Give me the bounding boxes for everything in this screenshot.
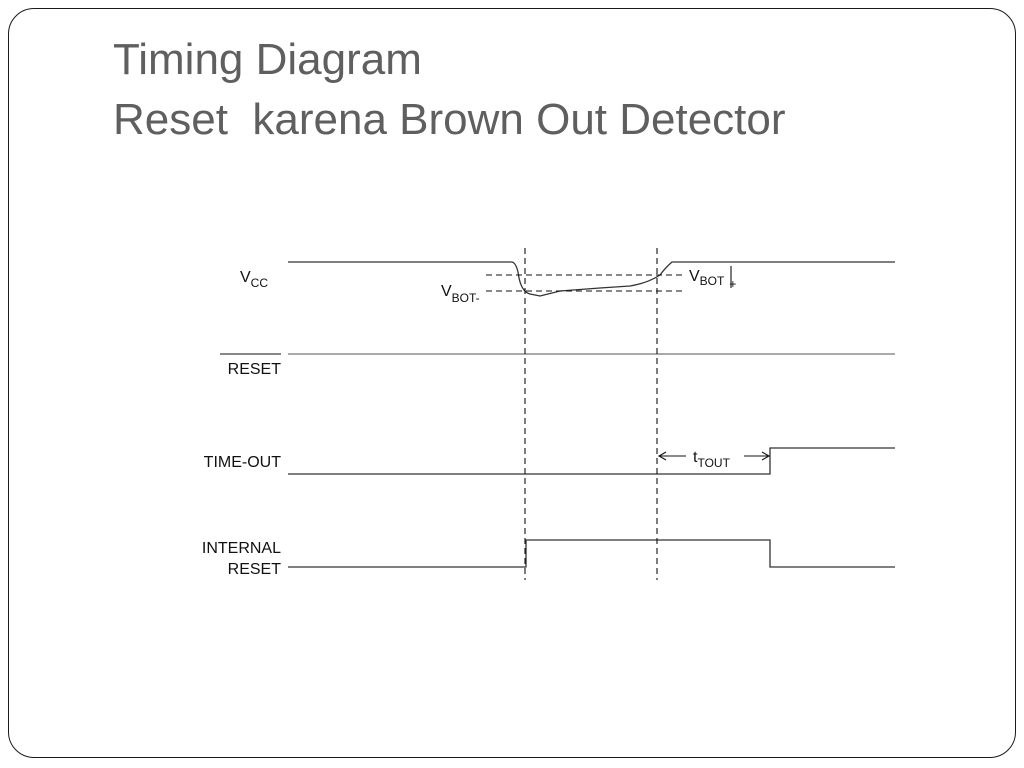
vcc-label: VCC bbox=[240, 269, 268, 290]
internal-reset-label-line1: INTERNAL bbox=[202, 540, 281, 557]
vbot-plus-label: VBOT+ bbox=[689, 268, 736, 291]
timeout-label: TIME-OUT bbox=[204, 454, 282, 471]
title-line-2: Reset karena Brown Out Detector bbox=[113, 95, 786, 144]
ttout-arrow-left-head bbox=[657, 451, 667, 461]
title-line-1: Timing Diagram bbox=[113, 35, 422, 84]
internal-reset-waveform bbox=[288, 539, 895, 568]
slide-title: Timing Diagram Reset karena Brown Out De… bbox=[113, 30, 973, 150]
ttout-label: tTOUT bbox=[693, 449, 731, 470]
timeout-waveform bbox=[288, 447, 895, 475]
slide-frame bbox=[8, 8, 1016, 758]
ttout-arrow-right-head bbox=[761, 451, 771, 461]
reset-label: RESET bbox=[228, 361, 282, 378]
internal-reset-label-line2: RESET bbox=[228, 561, 282, 578]
vbot-minus-label: VBOT- bbox=[441, 283, 480, 305]
